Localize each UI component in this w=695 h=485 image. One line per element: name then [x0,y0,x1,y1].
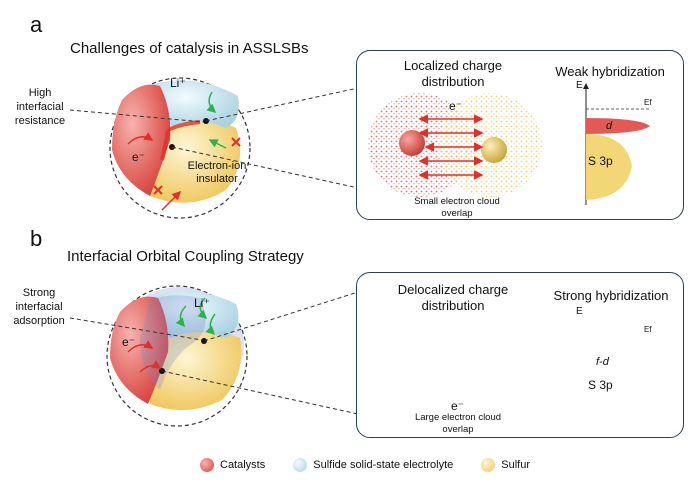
legend-label: Catalysts [220,459,266,471]
panel-a-s3p-label: S 3p [588,154,613,168]
panel-a-box-right-title: Weak hybridization [555,64,665,79]
electrolyte-swatch-icon [293,458,308,472]
panel-b-energy-axis-label: E [576,306,583,317]
panel-b-li-label: Li⁺ [194,296,210,310]
catalysts-swatch-icon [200,458,214,472]
panel-a-insulator-label: Electron-ion insulator [187,160,247,185]
legend-item-electrolyte: Sulfide solid-state electrolyte [293,458,453,472]
legend: Catalysts Sulfide solid-state electrolyt… [200,458,530,472]
panel-a-fermi-label: Ef [644,98,652,107]
legend-label: Sulfur [501,459,531,471]
panel-b-fd-band-label: f-d [596,356,609,368]
panel-a-d-band-label: d [606,120,613,132]
panel-b-box-right-title: Strong hybridization [553,288,669,303]
panel-b-s3p-label: S 3p [588,378,613,392]
sulfur-swatch-icon [481,458,496,472]
panel-a-overlap-caption: Small electron cloud overlap [414,196,500,219]
panel-a-li-label: Li⁺ [170,76,186,90]
panel-a-letter: a [30,12,43,37]
panel-b-detail-box [356,272,684,438]
panel-b-fermi-label: Ef [644,325,652,334]
panel-b-box-left-title: Delocalized charge distribution [397,282,509,313]
panel-b-overlap-caption: Large electron cloud overlap [414,412,502,435]
panel-a-title: Challenges of catalysis in ASSLSBs [70,40,309,57]
panel-a-callout: High interfacial resistance [14,87,66,127]
legend-item-catalysts: Catalysts [200,458,265,472]
panel-b-callout: Strong interfacial adsorption [13,287,65,327]
panel-b-letter: b [30,226,43,251]
panel-a-energy-axis-label: E [576,80,583,91]
legend-label: Sulfide solid-state electrolyte [313,459,454,471]
panel-a-e-label: e⁻ [132,150,146,164]
panel-b-e-arrow-label: e⁻ [451,399,465,413]
panel-b-title: Interfacial Orbital Coupling Strategy [67,248,304,265]
panel-a-e-arrow-label: e⁻ [449,99,463,113]
panel-a-box-left-title: Localized charge distribution [403,58,503,89]
panel-b-e-label: e⁻ [122,335,136,349]
legend-item-sulfur: Sulfur [481,458,530,472]
